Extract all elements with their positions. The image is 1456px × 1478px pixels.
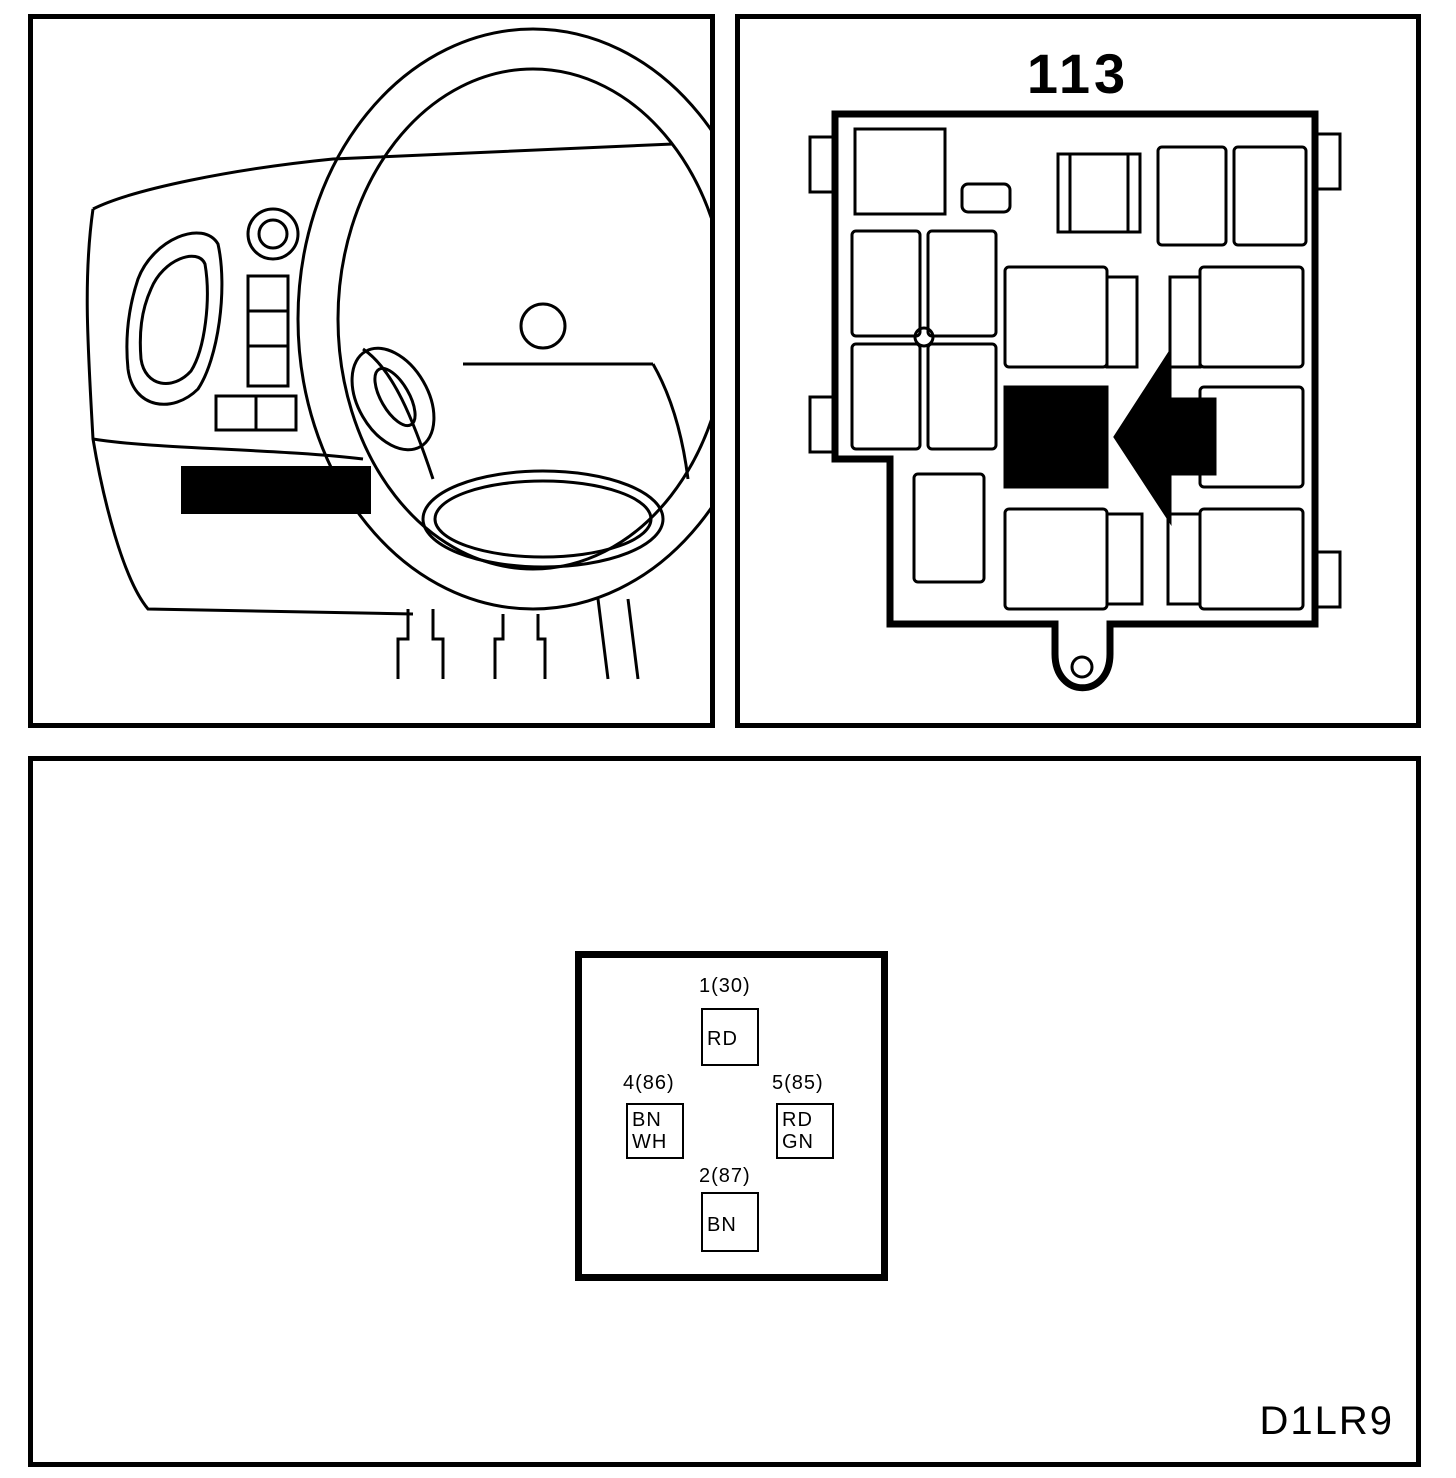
dashboard-location-panel xyxy=(28,14,715,728)
pin-terminal-1: RD xyxy=(701,1008,759,1066)
pinout-panel: 1(30) RD 4(86) BN WH 5(85) RD GN 2(87) B… xyxy=(28,756,1421,1467)
wire-color-label: BN xyxy=(707,1214,737,1236)
pin-number-label: 5(85) xyxy=(772,1072,824,1094)
wire-color-label: RD xyxy=(782,1109,813,1131)
relay-pinout-diagram: 1(30) RD 4(86) BN WH 5(85) RD GN 2(87) B… xyxy=(575,951,888,1281)
relay-box-number: 113 xyxy=(1026,42,1130,105)
relay-box-icon xyxy=(808,110,1342,692)
pin-terminal-4: BN WH xyxy=(626,1103,684,1159)
pin-number-label: 2(87) xyxy=(699,1165,751,1187)
diagram-code: D1LR9 xyxy=(1259,1399,1394,1443)
pin-number-label: 1(30) xyxy=(699,975,751,997)
dashboard-steering-wheel-icon xyxy=(85,27,710,680)
wire-color-label: GN xyxy=(782,1131,814,1153)
relay-box-panel: 113 xyxy=(735,14,1421,728)
wire-color-label: RD xyxy=(707,1028,738,1050)
wire-color-label: BN xyxy=(632,1109,662,1131)
pin-number-label: 4(86) xyxy=(623,1072,675,1094)
pin-terminal-2: BN xyxy=(701,1192,759,1252)
pin-terminal-5: RD GN xyxy=(776,1103,834,1159)
wire-color-label: WH xyxy=(632,1131,668,1153)
